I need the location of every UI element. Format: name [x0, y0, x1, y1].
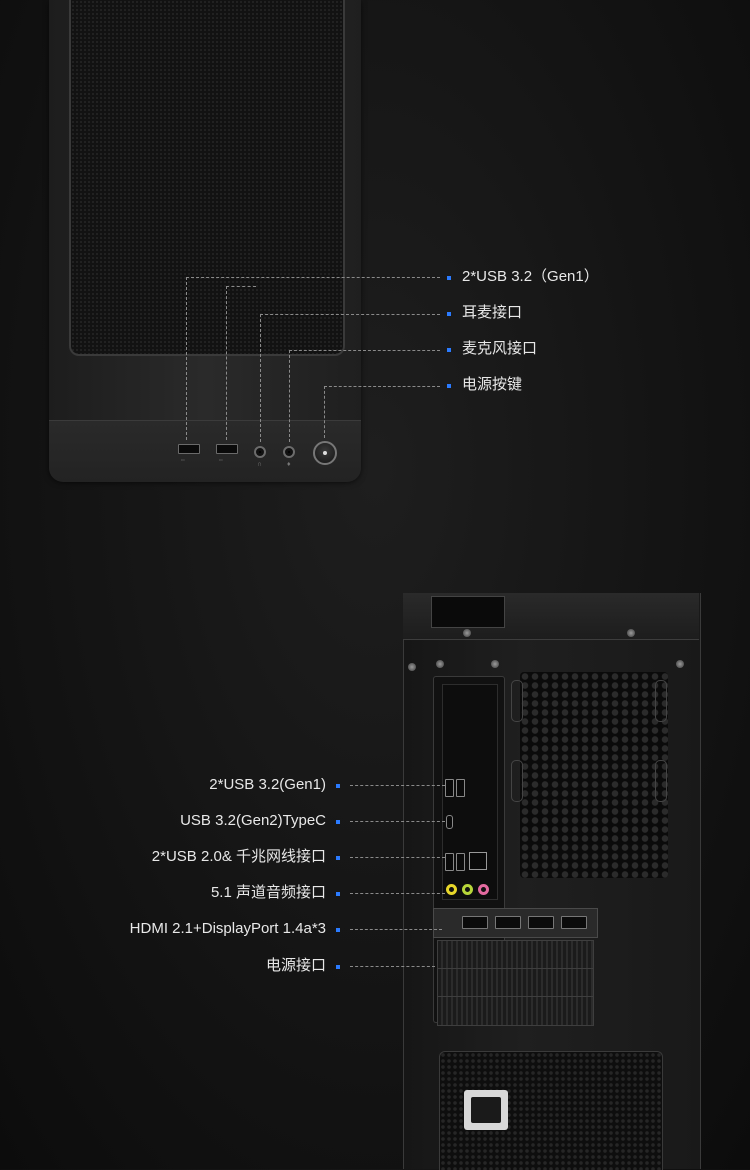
vent-slot [511, 760, 523, 802]
microphone-jack [283, 446, 295, 458]
rear-usb32-port-2 [456, 779, 465, 797]
front-usb-port-1 [178, 444, 200, 454]
bullet-front-usb [447, 276, 451, 280]
leader-line-microphone-drop [289, 350, 290, 442]
label-microphone: 麦克风接口 [462, 340, 538, 357]
rear-usb32-port-1 [445, 779, 454, 797]
screw [463, 629, 471, 637]
vent-slot [655, 760, 667, 802]
psu-power-socket-inner [471, 1097, 501, 1123]
gpu-displayport-2 [528, 916, 554, 929]
bullet-microphone [447, 348, 451, 352]
leader-line-rear-typec [350, 821, 445, 822]
gpu-displayport-3 [561, 916, 587, 929]
leader-line-front-usb-drop-2 [226, 286, 227, 440]
label-rear-usb32: 2*USB 3.2(Gen1) [209, 776, 326, 793]
bullet-power-button [447, 384, 451, 388]
microphone-icon: ♦ [287, 461, 291, 468]
front-mesh-panel [69, 0, 345, 356]
rear-lan-port [469, 852, 487, 870]
label-rear-usb20-lan: 2*USB 2.0& 千兆网线接口 [151, 848, 326, 865]
pci-slot [437, 940, 594, 970]
headset-icon: ∩ [257, 461, 263, 468]
gpu-hdmi-port [462, 916, 488, 929]
pci-slot [437, 968, 594, 998]
screw [627, 629, 635, 637]
leader-line-front-usb-branch [226, 286, 256, 287]
label-rear-gpu: HDMI 2.1+DisplayPort 1.4a*3 [129, 920, 326, 937]
label-rear-audio: 5.1 声道音频接口 [210, 884, 326, 901]
screw [408, 663, 416, 671]
power-button [313, 441, 337, 465]
bullet-rear-gpu [336, 928, 340, 932]
bullet-rear-usb32 [336, 784, 340, 788]
rear-usb20-port-2 [456, 853, 465, 871]
leader-line-front-usb-drop-1 [186, 277, 187, 440]
leader-line-rear-audio [350, 893, 445, 894]
bullet-rear-usb20-lan [336, 856, 340, 860]
bullet-rear-typec [336, 820, 340, 824]
leader-line-front-usb [186, 277, 440, 278]
bullet-rear-power [336, 965, 340, 969]
audio-jack-pink [478, 884, 489, 895]
leader-line-rear-gpu [350, 929, 442, 930]
leader-line-headset [260, 314, 440, 315]
bullet-rear-audio [336, 892, 340, 896]
usb-icon: ▭ [219, 457, 223, 462]
label-headset: 耳麦接口 [462, 304, 523, 321]
label-power-button: 电源按键 [462, 376, 523, 393]
leader-line-power-drop [324, 386, 325, 438]
leader-line-rear-usb20-lan [350, 857, 445, 858]
front-usb-port-2 [216, 444, 238, 454]
rear-handle [431, 596, 505, 628]
screw [436, 660, 444, 668]
headset-jack [254, 446, 266, 458]
label-rear-power: 电源接口 [265, 957, 326, 974]
leader-line-rear-usb32 [350, 785, 445, 786]
leader-line-rear-power [350, 966, 435, 967]
pci-slot [437, 996, 594, 1026]
screw [491, 660, 499, 668]
vent-slot [655, 680, 667, 722]
rear-fan-vent [520, 672, 668, 878]
screw [676, 660, 684, 668]
leader-line-microphone [289, 350, 440, 351]
rear-typec-port [446, 815, 453, 829]
audio-jack-green [462, 884, 473, 895]
bullet-headset [447, 312, 451, 316]
leader-line-power [324, 386, 440, 387]
leader-line-headset-drop [260, 314, 261, 442]
audio-jack-yellow [446, 884, 457, 895]
gpu-displayport-1 [495, 916, 521, 929]
rear-usb20-port-1 [445, 853, 454, 871]
front-io-strip [49, 420, 361, 482]
label-rear-typec: USB 3.2(Gen2)TypeC [180, 812, 326, 829]
usb-icon: ▭ [181, 457, 185, 462]
label-front-usb: 2*USB 3.2（Gen1） [462, 268, 599, 285]
vent-slot [511, 680, 523, 722]
